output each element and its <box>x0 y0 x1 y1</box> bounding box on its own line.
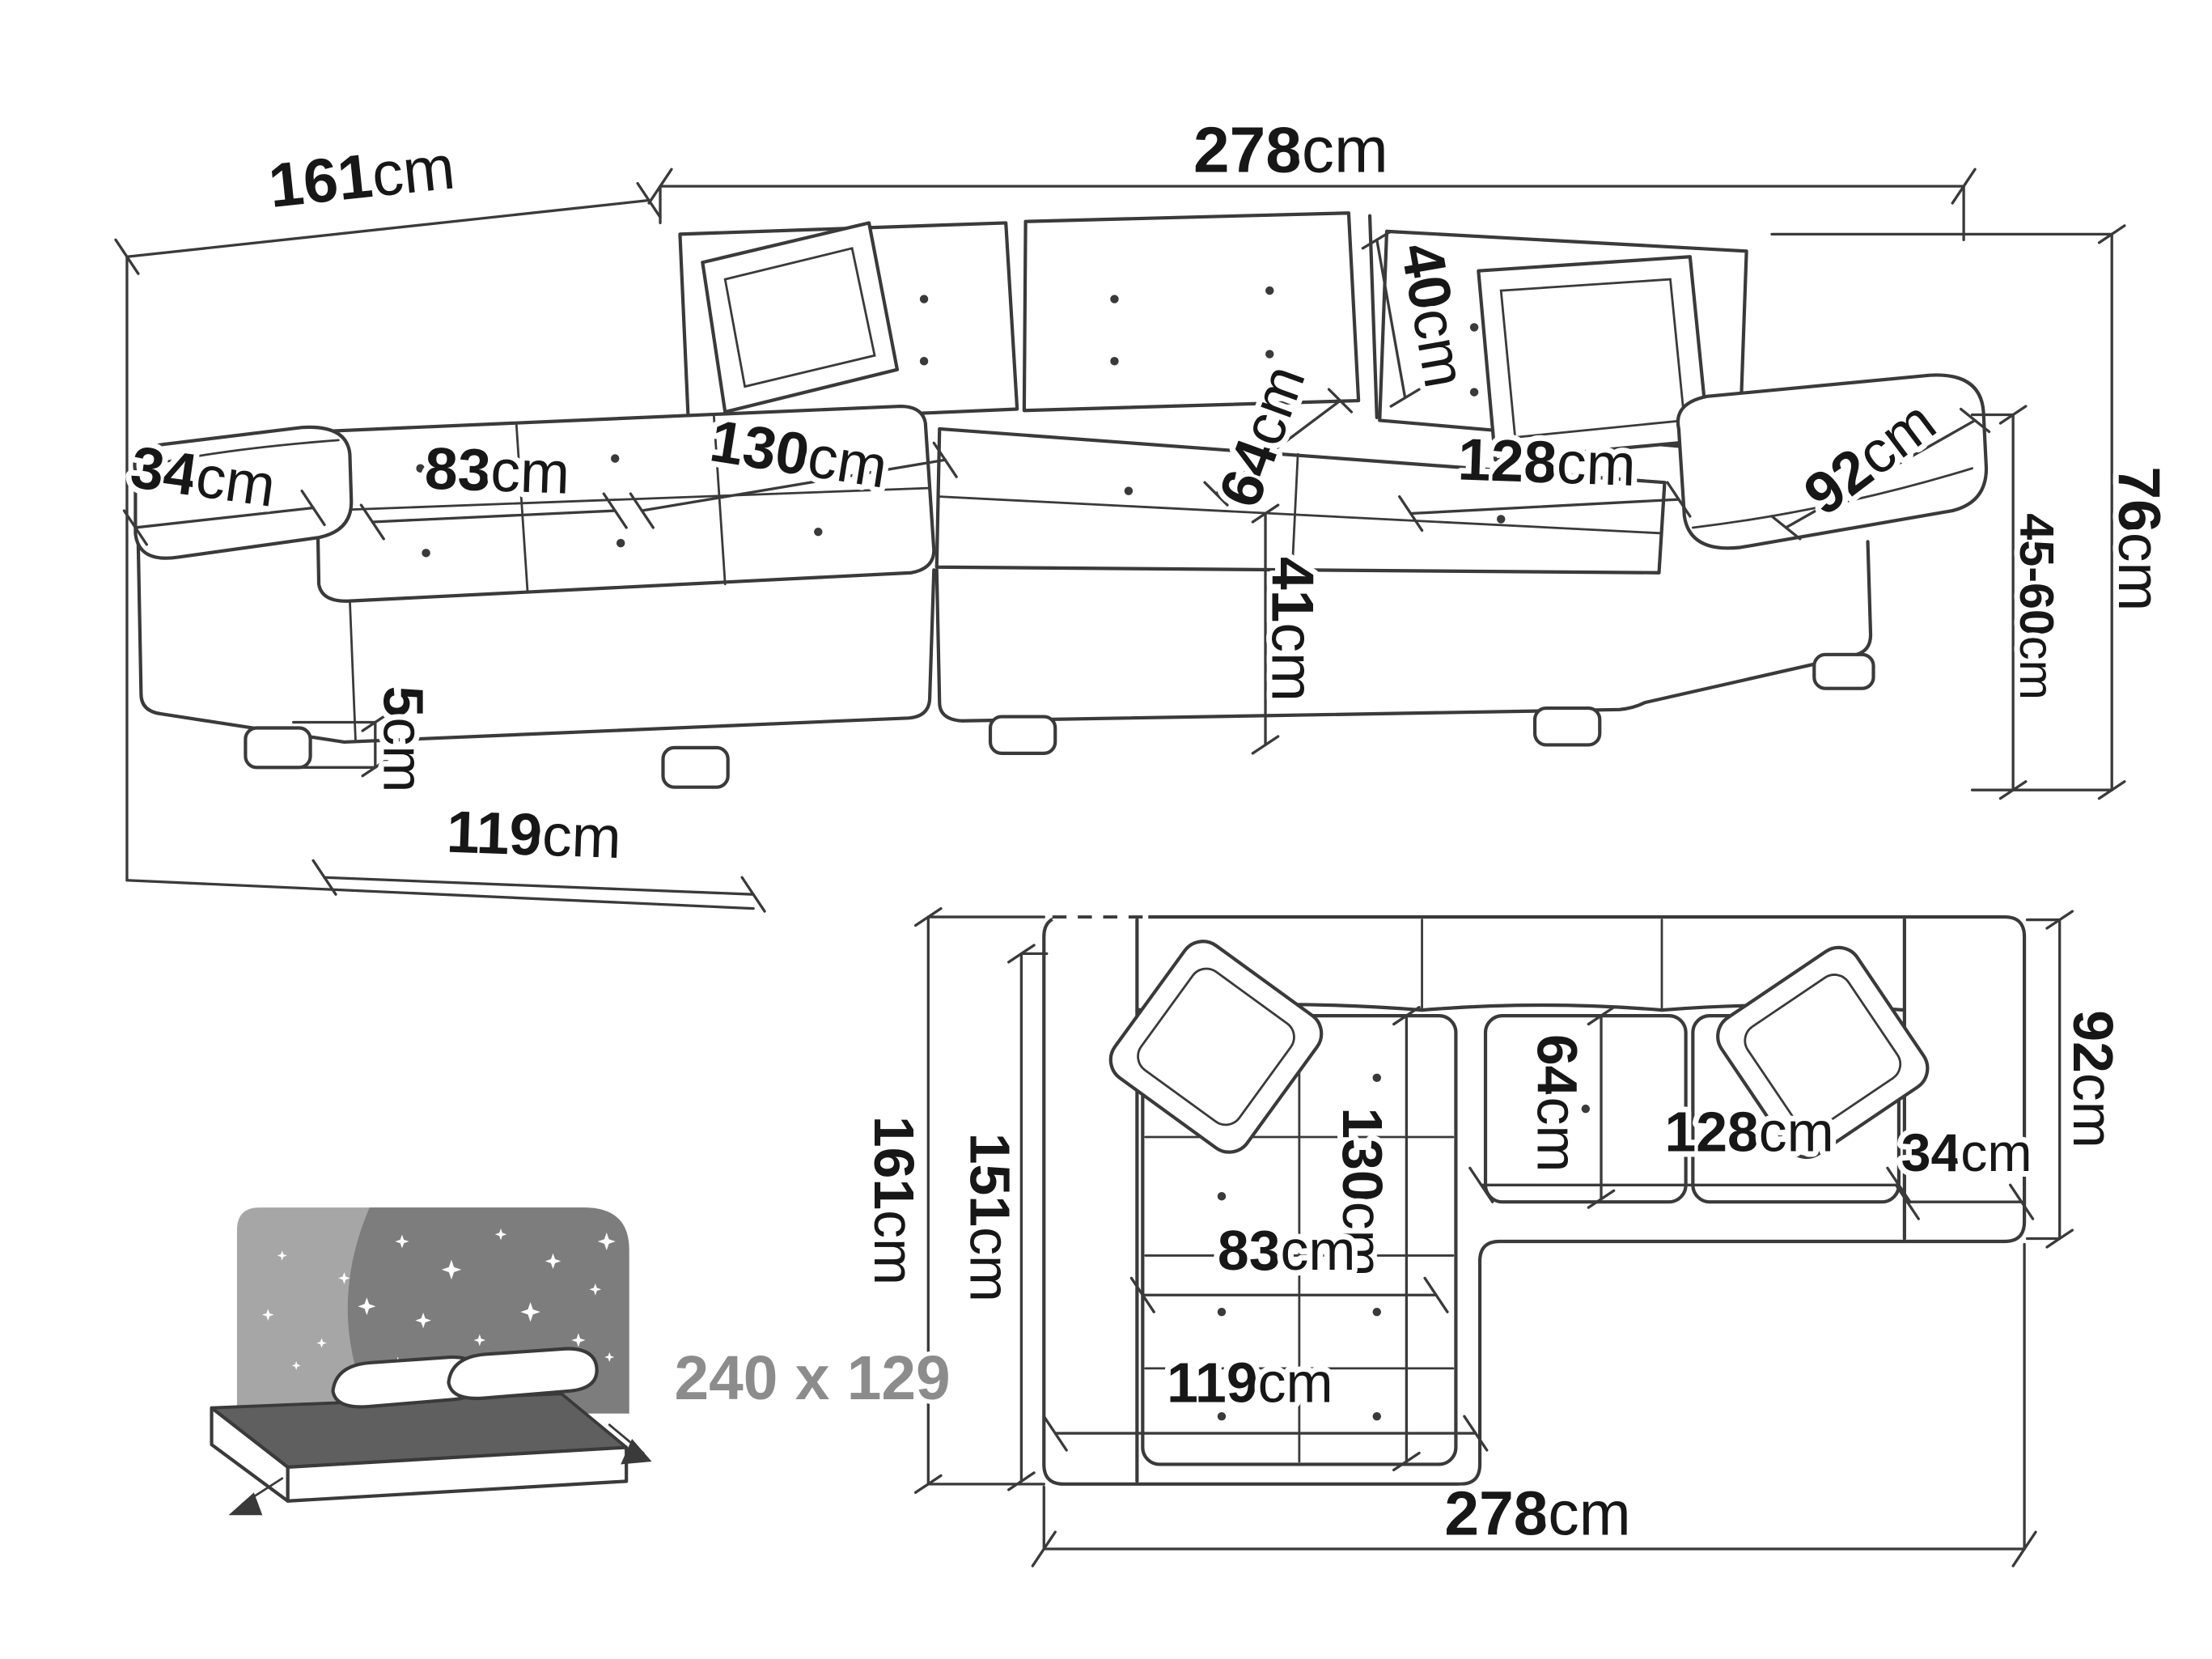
perspective-dim-height-total: 76cm <box>2106 466 2172 611</box>
plan-dim-corner-seat-depth: 64cm <box>1526 1034 1589 1172</box>
plan-dim-depth-inner: 151cm <box>959 1133 1022 1302</box>
foot <box>1532 706 1602 747</box>
plan-dim-armrest-length: 92cm <box>2062 1010 2125 1148</box>
plan-dim-armrest-width: 34cm <box>1901 1123 2032 1183</box>
foot <box>1812 652 1875 690</box>
sofa-plan-drawing <box>1042 913 2027 1486</box>
perspective-dim-chaise-cushion-width: 83cm <box>424 435 571 507</box>
plan-dim-chaise-cushion-length: 130cm <box>1331 1107 1394 1276</box>
corner-seam <box>1367 214 1379 420</box>
perspective-dim-right-seat-width: 128cm <box>1457 426 1638 499</box>
plan-dimension-lines <box>913 906 2074 1568</box>
perspective-dim-depth-total: 161cm <box>265 133 458 221</box>
plan-pillow-left <box>1108 940 1324 1154</box>
perspective-dim-seat-front-height: 41cm <box>1260 557 1326 702</box>
plan-pillow-right <box>1716 945 1930 1160</box>
right-seat <box>934 426 1667 575</box>
perspective-dim-chaise-width-total: 119cm <box>446 799 622 871</box>
right-base <box>934 540 1873 723</box>
back-cushion-middle <box>1022 211 1361 413</box>
chaise-base <box>136 542 936 745</box>
perspective-view: 278cm 161cm 40cm 64cm 128cm 130cm 83cm 3… <box>114 108 2178 913</box>
pillow-left <box>701 221 900 414</box>
sofa-perspective-drawing <box>133 211 1989 789</box>
plan-dim-depth-total: 161cm <box>862 1116 926 1285</box>
sleeping-size-label: 240 x 129 <box>674 1344 950 1413</box>
bed-pillow-right <box>447 1347 599 1401</box>
plan-view: 161cm 151cm 130cm 64cm 128cm 34cm 92cm 8… <box>857 906 2130 1568</box>
foot <box>988 715 1057 755</box>
perspective-dimension-lines <box>114 168 2126 913</box>
foot <box>661 745 730 789</box>
foot <box>244 726 312 770</box>
plan-dim-chaise-cushion-width: 83cm <box>1218 1219 1356 1282</box>
perspective-dim-foot-height: 5cm <box>371 686 434 793</box>
plan-dim-right-seat-width: 128cm <box>1664 1100 1833 1163</box>
sleeping-function-icon: 240 x 129 <box>210 1207 955 1516</box>
pillow-left-border <box>723 247 876 388</box>
perspective-dim-width-total: 278cm <box>1193 113 1388 186</box>
perspective-dim-seat-height-range: 45-60cm <box>2010 513 2064 700</box>
left-armrest <box>133 425 354 560</box>
mattress-side-front <box>286 1445 629 1503</box>
plan-dim-chaise-width-total: 119cm <box>1167 1351 1333 1415</box>
chaise-cushion <box>314 404 936 603</box>
plan-dim-width-total: 278cm <box>1444 1480 1630 1549</box>
right-armrest <box>1676 373 1989 550</box>
